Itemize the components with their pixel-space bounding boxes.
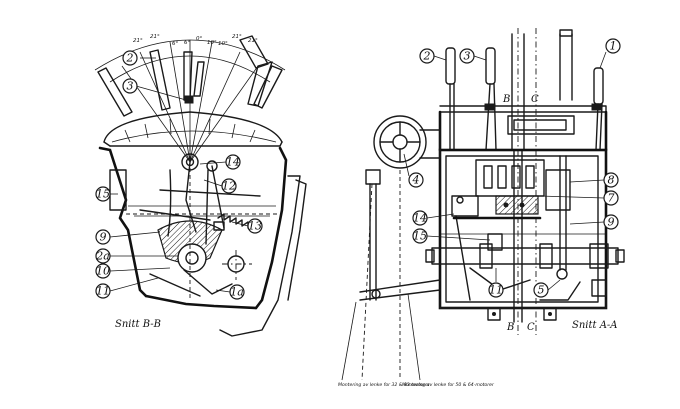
svg-text:9: 9 — [100, 231, 107, 244]
balloon-9-right: 9 — [569, 214, 619, 230]
balloon-11-right: 11 — [488, 268, 504, 298]
svg-text:2: 2 — [423, 50, 431, 63]
balloon-2-left: 2 — [122, 50, 156, 66]
contact-carrier — [495, 195, 539, 215]
tie-rod — [159, 189, 261, 197]
balloon-3-right: 3 — [459, 48, 487, 64]
svg-text:1: 1 — [610, 40, 617, 53]
svg-text:6°: 6° — [184, 40, 190, 46]
svg-text:7: 7 — [608, 192, 615, 205]
top-bracket — [507, 115, 575, 135]
cam-sector — [157, 220, 223, 264]
lever-handles-right — [445, 47, 604, 151]
balloon-14-right: 14 — [412, 210, 455, 226]
mounting-foot-right — [543, 307, 557, 321]
balloon-2a-left: 2a — [95, 248, 178, 264]
balloon-4-right: 4 — [403, 153, 424, 188]
svg-text:14: 14 — [226, 156, 240, 169]
svg-text:10: 10 — [96, 265, 110, 278]
section-letter-c-top: C — [531, 94, 539, 105]
lever-handles-left — [97, 35, 283, 117]
mounting-note-1: Montering av lenke for 32 & 83 motorer — [338, 382, 431, 388]
svg-text:8: 8 — [608, 174, 615, 187]
svg-text:10°: 10° — [218, 41, 228, 47]
main-shaft — [425, 243, 625, 269]
external-link-rods — [341, 169, 441, 381]
balloon-12-left: 12 — [203, 178, 237, 194]
top-cover — [103, 111, 283, 143]
svg-text:3: 3 — [464, 50, 471, 63]
section-letter-b-top: B — [502, 94, 510, 105]
svg-text:21°: 21° — [133, 38, 143, 44]
svg-text:6°: 6° — [172, 41, 178, 47]
return-spring — [217, 213, 255, 229]
svg-text:0°: 0° — [196, 36, 202, 42]
balloon-1-right: 1 — [599, 38, 621, 69]
section-view-b-b: 21° 21° 6° 6° 0° 10° 10° 21° 21° — [94, 34, 307, 337]
balloon-15-right: 15 — [412, 228, 491, 244]
housing-right — [438, 148, 608, 310]
balloon-7-right: 7 — [539, 190, 619, 206]
svg-text:9: 9 — [608, 216, 615, 229]
balloon-8-right: 8 — [569, 172, 619, 188]
svg-text:21°: 21° — [150, 34, 160, 40]
balloon-11-left: 11 — [95, 277, 159, 299]
view-title-left: Snitt B-B — [115, 319, 161, 330]
handwheel — [373, 115, 441, 169]
section-view-a-a: B C B C 2 3 1 4 8 7 14 15 9 11 5 Snitt A… — [338, 28, 625, 388]
svg-text:21°: 21° — [248, 38, 258, 44]
svg-text:12: 12 — [222, 180, 236, 193]
housing-left-wall — [98, 146, 148, 298]
balloon-2-right: 2 — [419, 48, 447, 64]
svg-text:15: 15 — [413, 230, 427, 243]
svg-text:15: 15 — [96, 188, 110, 201]
section-letter-b-bottom: B — [506, 322, 514, 333]
vertical-shafts — [511, 29, 573, 323]
svg-text:2a: 2a — [95, 250, 110, 263]
switch-contacts — [483, 165, 535, 189]
balloon-3-left: 3 — [122, 78, 187, 101]
view-title-right: Snitt A-A — [572, 320, 618, 331]
svg-text:1a: 1a — [230, 286, 244, 299]
balloon-9-left: 9 — [95, 229, 161, 245]
section-letter-c-bottom: C — [527, 322, 535, 333]
svg-text:5: 5 — [538, 284, 545, 297]
svg-text:14: 14 — [413, 212, 427, 225]
svg-text:21°: 21° — [232, 34, 242, 40]
housing-right-wall — [254, 146, 288, 310]
svg-text:11: 11 — [489, 284, 503, 297]
svg-text:13: 13 — [248, 220, 262, 233]
balloon-14-left: 14 — [199, 154, 241, 170]
balloon-10-left: 10 — [95, 263, 171, 279]
balloon-13-left: 13 — [231, 218, 263, 234]
balloon-15-left: 15 — [95, 186, 118, 202]
side-plate — [109, 169, 127, 211]
cam-hub — [177, 243, 207, 273]
svg-text:2: 2 — [126, 52, 134, 65]
housing-bottom — [144, 294, 258, 310]
svg-text:4: 4 — [412, 174, 420, 187]
balloon-1a-left: 1a — [215, 284, 245, 300]
balloon-5-right: 5 — [533, 279, 561, 298]
mounting-note-2: Montering av lenke for 50 & 64-motorer — [402, 382, 495, 388]
svg-text:3: 3 — [127, 80, 134, 93]
lever-grip-top — [239, 35, 269, 69]
svg-text:11: 11 — [96, 285, 110, 298]
top-plate — [439, 105, 607, 113]
mounting-foot-left — [487, 307, 501, 321]
